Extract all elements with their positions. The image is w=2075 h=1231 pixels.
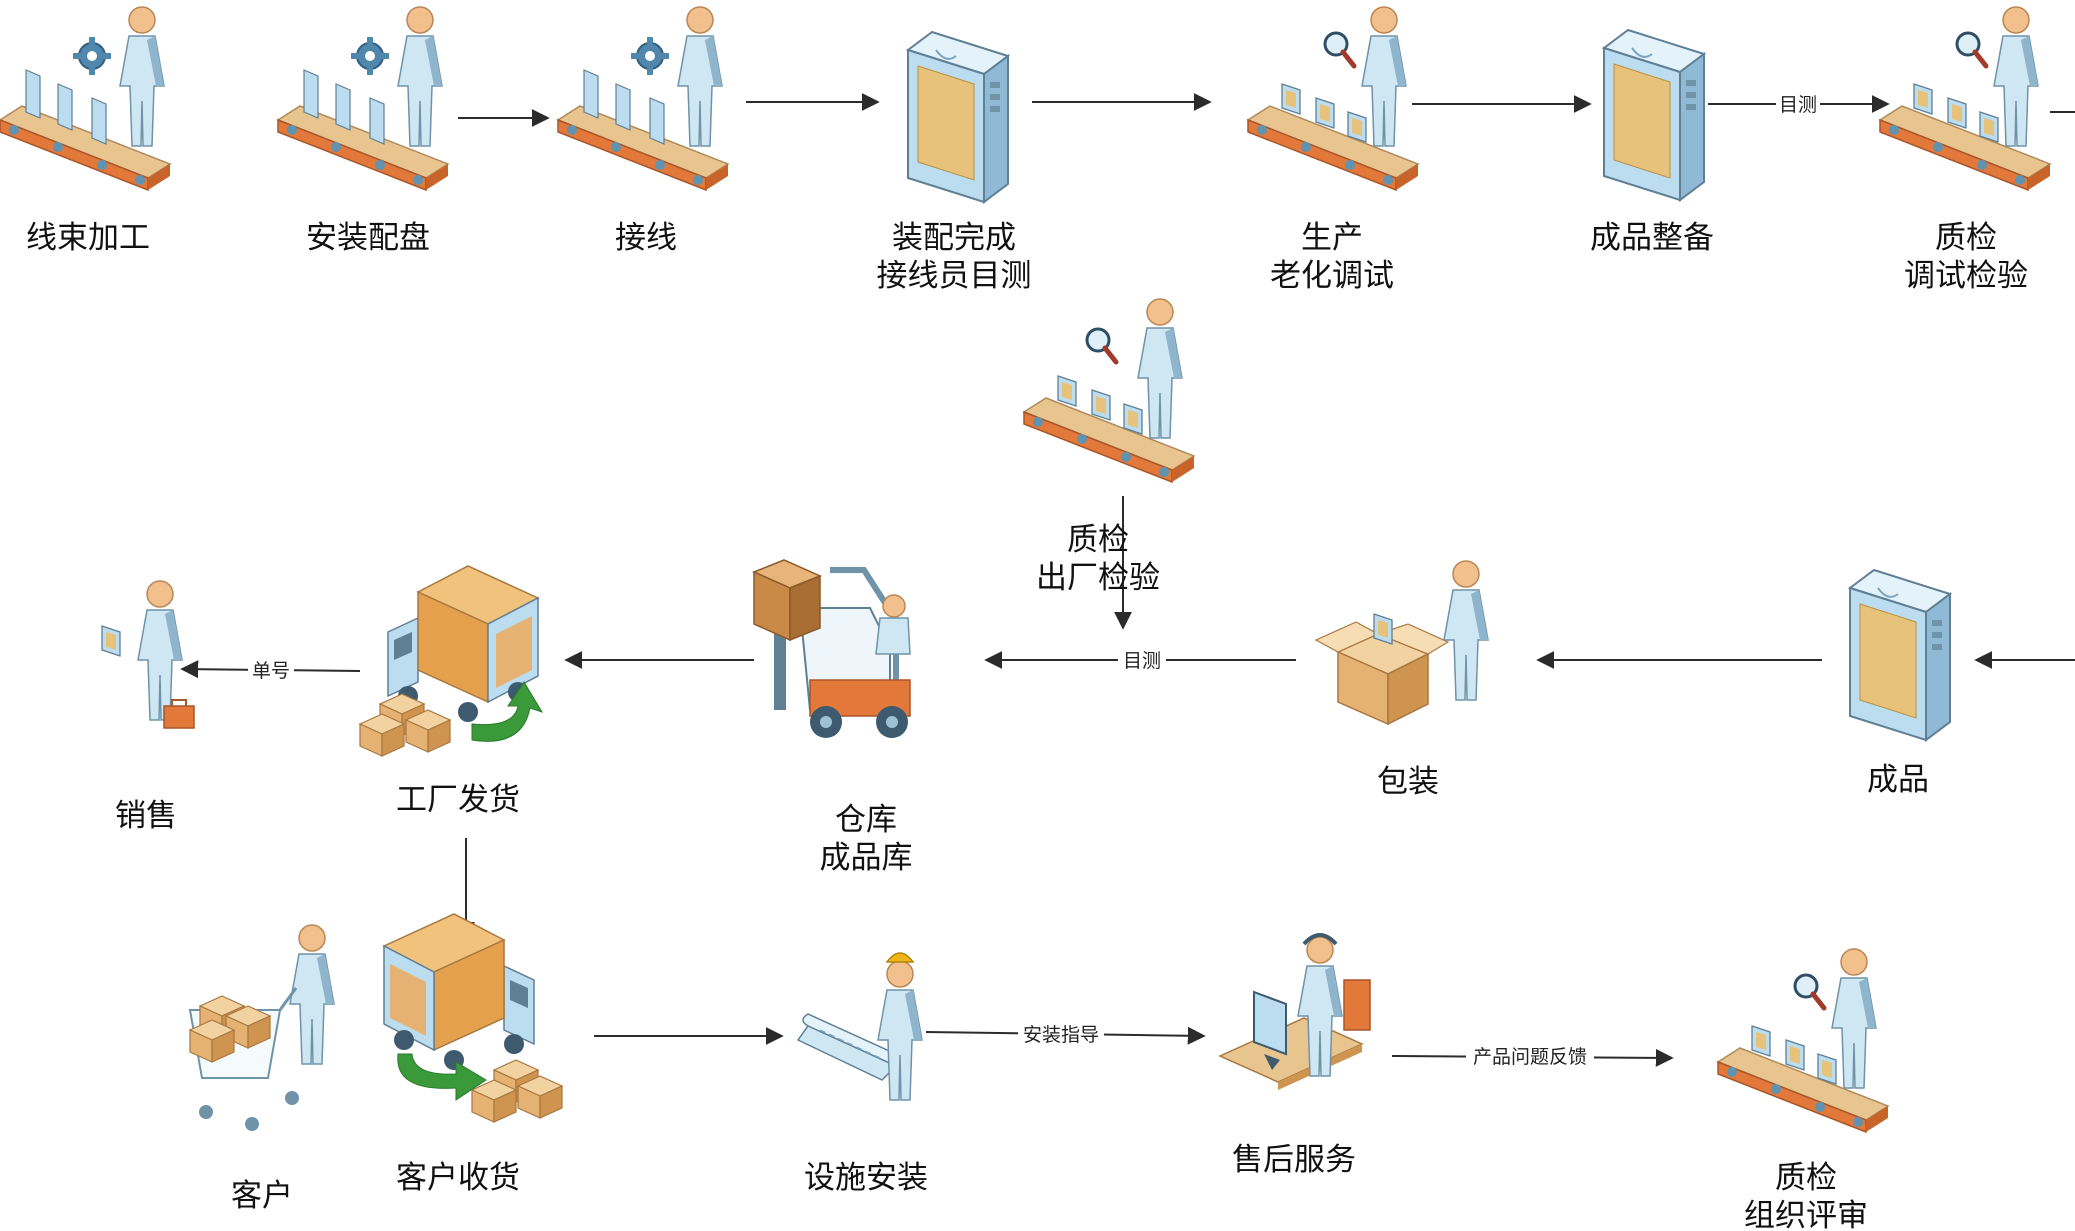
- node-label-n9: 成品: [1867, 762, 1929, 798]
- conveyor-worker-magnifier-icon: [1023, 298, 1195, 483]
- node-label-n6: 成品整备: [1590, 220, 1714, 256]
- node-label-n18: 质检组织评审: [1744, 1160, 1868, 1231]
- edge-label-n6-n7: 目测: [1779, 94, 1817, 116]
- cabinet-icon: [907, 31, 1009, 203]
- node-labels: 线束加工 安装配盘 接线 装配完成接线员目测 生产老化调试 成品整备 质检调试检…: [26, 220, 2028, 1231]
- forklift-icon: [752, 559, 911, 738]
- engineer-blueprint-icon: [796, 952, 923, 1101]
- node-label-n15: 客户收货: [396, 1160, 520, 1196]
- packing-worker-icon: [1314, 560, 1489, 726]
- shopping-cart-person-icon: [188, 924, 335, 1131]
- node-label-n2: 安装配盘: [306, 220, 430, 256]
- edge-labels: 目测 目测 单号 安装指导 产品问题反馈: [248, 92, 1820, 1068]
- conveyor-worker-gear-icon: [0, 6, 171, 191]
- conveyor-worker-gear-icon: [277, 6, 449, 191]
- node-label-n8: 质检出厂检验: [1036, 522, 1160, 596]
- node-label-n11: 仓库成品库: [820, 802, 913, 876]
- cabinet-icon: [1603, 29, 1705, 201]
- node-label-n13: 销售: [115, 798, 177, 834]
- edge-label-n11-n10: 目测: [1123, 650, 1161, 672]
- salesperson-icon: [101, 580, 195, 729]
- conveyor-worker-gear-icon: [557, 6, 729, 191]
- node-label-n17: 售后服务: [1232, 1142, 1356, 1178]
- node-label-n10: 包装: [1377, 764, 1439, 800]
- support-agent-icon: [1218, 933, 1371, 1090]
- conveyor-worker-magnifier-icon: [1879, 6, 2051, 191]
- edge-label-n16-n17: 安装指导: [1023, 1024, 1099, 1046]
- node-label-n3: 接线: [615, 220, 677, 256]
- edge-label-n12-n13: 单号: [252, 660, 290, 682]
- node-label-n12: 工厂发货: [396, 782, 520, 818]
- node-label-n14: 客户: [231, 1178, 293, 1214]
- node-label-n4: 装配完成接线员目测: [877, 220, 1032, 294]
- node-label-n7: 质检调试检验: [1904, 220, 2028, 294]
- delivery-truck-icon: [359, 565, 544, 757]
- node-label-n5: 生产老化调试: [1270, 220, 1394, 294]
- node-label-n1: 线束加工: [26, 220, 150, 256]
- cabinet-icon: [1849, 569, 1951, 741]
- conveyor-worker-magnifier-icon: [1247, 6, 1419, 191]
- receiving-truck-icon: [383, 913, 563, 1123]
- edge-label-n17-n18: 产品问题反馈: [1473, 1046, 1587, 1068]
- conveyor-worker-magnifier-icon: [1717, 948, 1889, 1133]
- node-label-n16: 设施安装: [804, 1160, 928, 1196]
